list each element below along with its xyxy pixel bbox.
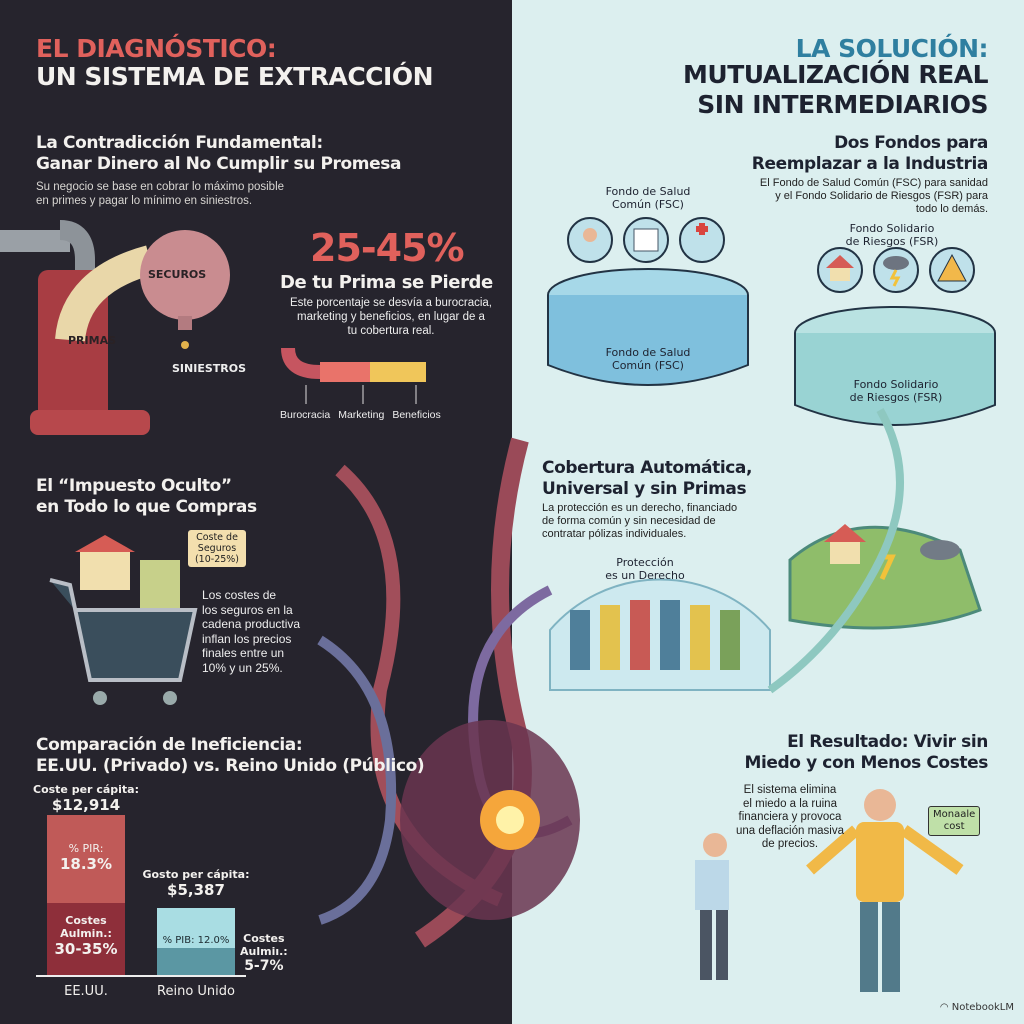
coverage-illustration <box>549 408 982 694</box>
hidden-tax-heading: El “Impuesto Oculto”en Todo lo que Compr… <box>36 476 257 517</box>
vacuum-illustration <box>0 220 230 435</box>
care-hand-icon <box>679 217 725 263</box>
comparison-heading: Comparación de Ineficiencia:EE.UU. (Priv… <box>36 735 425 776</box>
loss-text: Este porcentaje se desvía a burocracia,m… <box>289 297 492 337</box>
hospital-icon <box>623 217 669 263</box>
loss-heading: De tu Prima se Pierde <box>280 272 493 293</box>
us-category: EE.UU. <box>64 984 108 999</box>
primas-label: PRIMAS <box>68 334 117 347</box>
doctor-icon <box>567 217 613 263</box>
funds-illustration <box>547 217 996 426</box>
notebooklm-watermark: ◠ NotebookLM <box>939 1002 1014 1013</box>
shopping-cart-illustration <box>49 535 198 705</box>
us-bar-admin <box>47 903 125 975</box>
uk-category: Reino Unido <box>157 984 235 999</box>
coverage-heading: Cobertura Automática,Universal y sin Pri… <box>542 458 753 499</box>
storm-icon <box>873 247 919 293</box>
us-gdp: % PIR:18.3% <box>59 842 113 873</box>
diagnosis-subtitle: UN SISTEMA DE EXTRACCIÓN <box>36 62 434 91</box>
notebooklm-logo-icon: ◠ <box>939 1002 952 1013</box>
solution-title: LA SOLUCIÓN: <box>795 34 989 63</box>
tentacle-monster-illustration <box>317 437 580 948</box>
uk-cost-label: Gosto per cápita: <box>142 868 250 881</box>
uk-gdp: % PIB: 12.0% <box>162 935 230 946</box>
contradiction-text: Su negocio se base en cobrar lo máximo p… <box>36 181 285 207</box>
siniestros-label: SINIESTROS <box>172 362 246 375</box>
diagnosis-title: EL DIAGNÓSTICO: <box>36 34 277 63</box>
chart-baseline <box>36 975 246 977</box>
house-icon <box>817 247 863 293</box>
uk-cost-value: $5,387 <box>167 881 225 899</box>
us-bar-gdp <box>47 815 125 903</box>
stressed-man <box>695 833 729 980</box>
pipe-diagram <box>281 347 426 404</box>
uk-bar-gdp <box>157 908 235 949</box>
loss-percent: 25-45% <box>310 226 465 270</box>
us-cost-value: $12,914 <box>51 796 121 814</box>
uk-bar-admin <box>157 948 235 975</box>
contradiction-heading: La Contradicción Fundamental:Ganar Diner… <box>36 133 402 174</box>
people-illustration <box>695 789 964 992</box>
us-cost-label: Coste per cápita: <box>33 783 139 796</box>
seguros-label: SECUROS <box>148 268 207 281</box>
relieved-man <box>806 789 964 992</box>
warning-icon <box>929 247 975 293</box>
funds-text: El Fondo de Salud Común (FSC) para sanid… <box>759 177 988 215</box>
